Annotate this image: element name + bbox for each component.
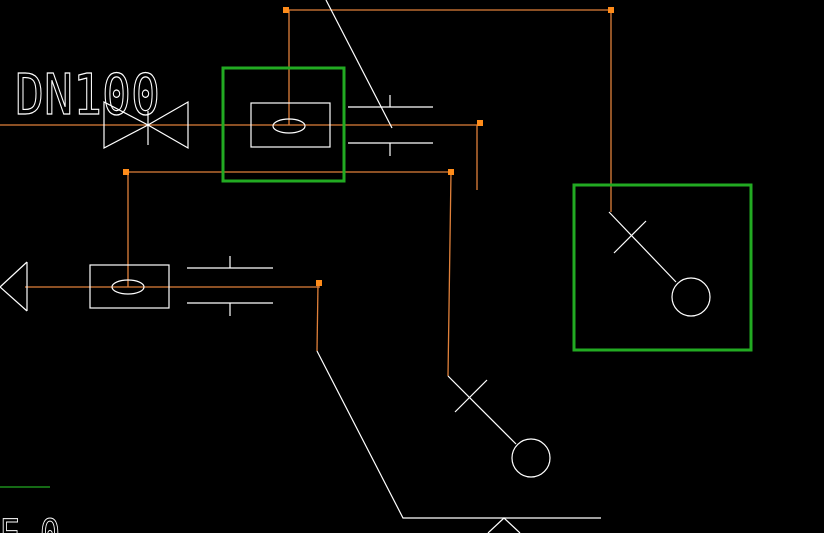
capacitor-symbol-icon[interactable]	[348, 95, 433, 156]
pipe-node[interactable]	[123, 169, 129, 175]
selection-box-sprinkler[interactable]	[572, 183, 753, 352]
pipe-end-icon[interactable]	[0, 261, 28, 312]
pipe-node[interactable]	[283, 7, 289, 13]
pipe-nodes	[123, 7, 614, 286]
pipe-mid-branch[interactable]	[126, 171, 452, 377]
pipe-node[interactable]	[608, 7, 614, 13]
pipe-node[interactable]	[477, 120, 483, 126]
leader-line-bottom[interactable]	[316, 350, 601, 519]
selection-box-flow-meter[interactable]	[221, 66, 346, 183]
flow-meter-icon[interactable]	[250, 102, 331, 148]
partial-label[interactable]: E 0	[0, 512, 61, 533]
sprinkler-head-icon[interactable]	[447, 375, 551, 478]
pipe-lower-drop[interactable]	[316, 283, 319, 352]
pipe-node[interactable]	[448, 169, 454, 175]
pipe-label[interactable]: DN100	[14, 62, 160, 128]
capacitor-symbol-icon[interactable]	[187, 256, 273, 316]
symbols	[0, 0, 711, 533]
pipe-node[interactable]	[316, 280, 322, 286]
sprinkler-head-icon[interactable]	[608, 211, 711, 317]
gate-valve-partial-icon[interactable]	[487, 517, 521, 533]
flow-meter-icon[interactable]	[89, 264, 170, 309]
gate-valve-icon[interactable]	[103, 100, 189, 150]
leader-line-top[interactable]	[325, 0, 393, 129]
